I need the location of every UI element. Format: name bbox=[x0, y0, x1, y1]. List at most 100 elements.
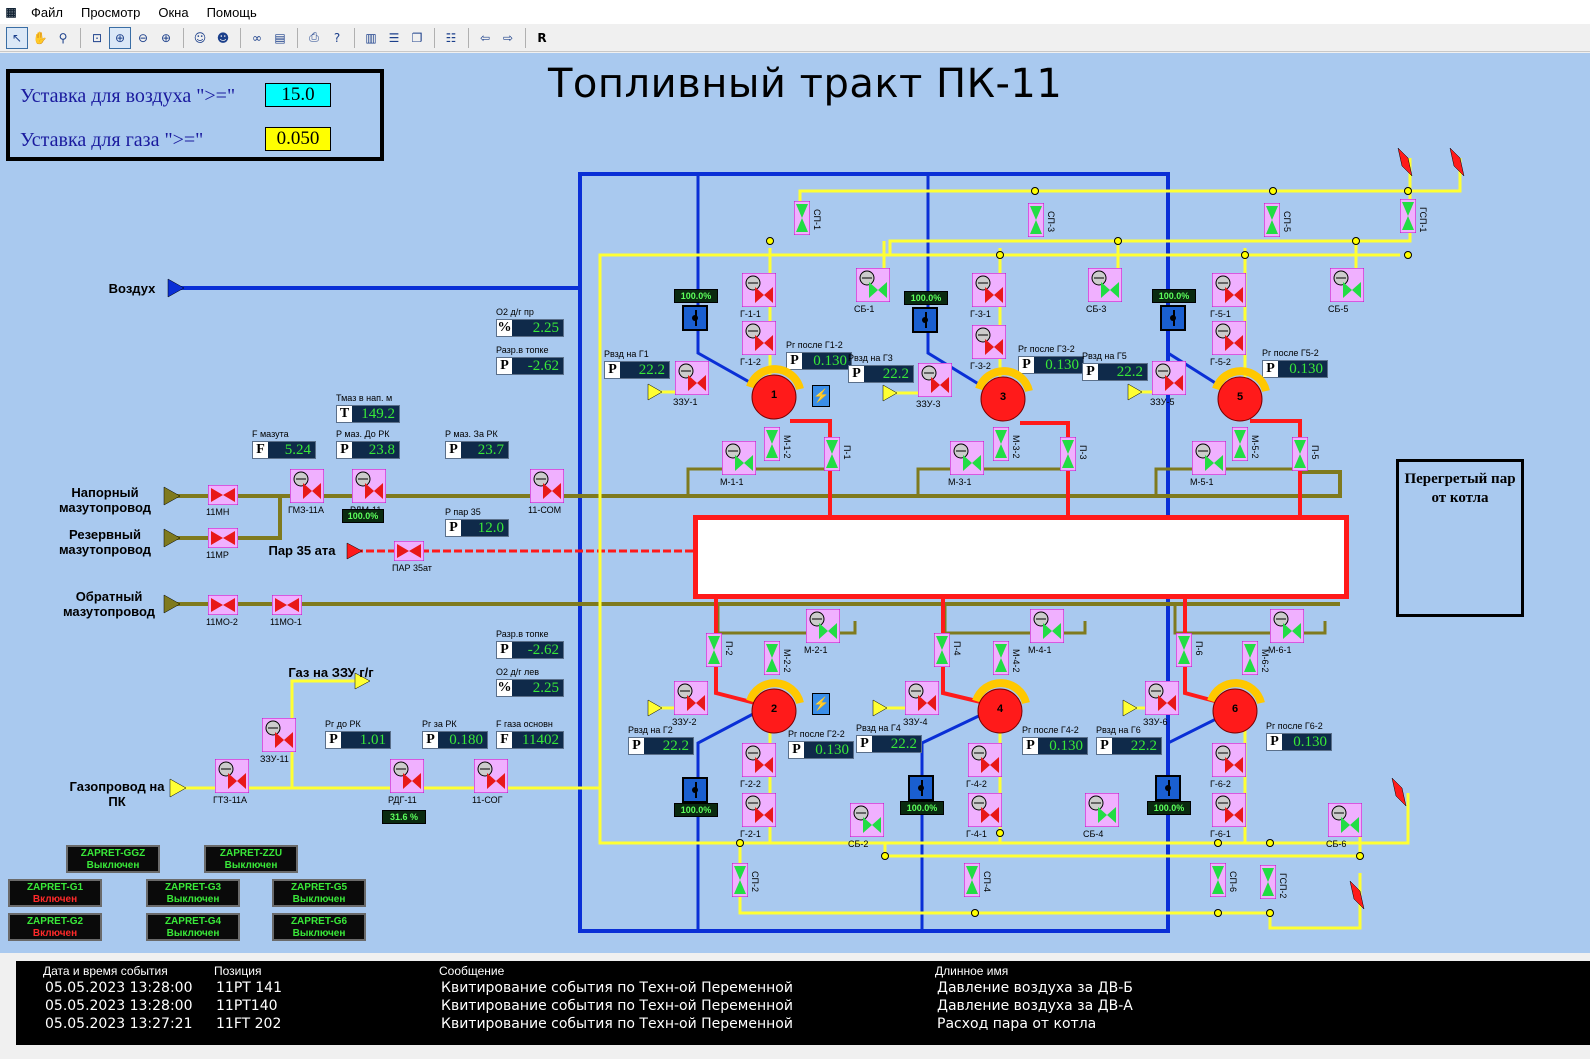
damper-d2-percent: 100.0% bbox=[674, 803, 718, 817]
table-icon[interactable]: ▤ bbox=[274, 30, 286, 45]
valve-label: М-6-1 bbox=[1268, 645, 1292, 655]
settings-list-icon[interactable]: ☷ bbox=[445, 30, 457, 45]
valve-label: СБ-3 bbox=[1086, 304, 1107, 314]
gas-node-dot bbox=[1266, 839, 1274, 847]
burner-3[interactable]: 3 bbox=[973, 367, 1033, 427]
oil-reserve-pipe bbox=[170, 496, 282, 540]
indicator-caption: Рвзд на Г3 bbox=[848, 353, 893, 363]
users-icon[interactable]: ☺ bbox=[193, 30, 207, 45]
menu-file[interactable]: Файл bbox=[31, 4, 63, 20]
damper-d5-icon[interactable] bbox=[1160, 305, 1186, 331]
damper-d3-icon[interactable] bbox=[912, 307, 938, 333]
menu-view[interactable]: Просмотр bbox=[80, 4, 141, 20]
cascade-icon[interactable]: ❐ bbox=[411, 30, 423, 45]
gas-zzu-arrow-icon bbox=[354, 672, 371, 690]
label-oil_return: Обратный мазутопровод bbox=[62, 589, 156, 619]
layout-columns-icon[interactable]: ▥ bbox=[365, 30, 377, 45]
valve-label: ЗЗУ-5 bbox=[1150, 397, 1175, 407]
gas-node-dot bbox=[1214, 839, 1222, 847]
indicator-caption: Тмаз в нап. м bbox=[336, 393, 393, 403]
toolbar-separator bbox=[240, 27, 241, 48]
valve-label: ГМЗ-11А bbox=[288, 505, 324, 515]
binoculars-icon[interactable]: ∞ bbox=[252, 30, 262, 45]
oil-reserve-arrow-icon bbox=[163, 528, 181, 548]
valve-label: М-3-1 bbox=[948, 477, 972, 487]
event-cell: 11FT 202 bbox=[216, 1016, 282, 1032]
air-arrow-icon bbox=[167, 278, 185, 298]
oil-branch-4 bbox=[943, 604, 1087, 635]
burner-5[interactable]: 5 bbox=[1210, 367, 1270, 427]
menu-windows[interactable]: Окна bbox=[158, 4, 189, 20]
burner-4[interactable]: 4 bbox=[970, 679, 1030, 739]
indicator-razr-top2[interactable]: P-2.62 bbox=[496, 641, 564, 659]
gas-main-pipe bbox=[170, 786, 1410, 845]
gas-node-dot bbox=[881, 852, 889, 860]
indicator-razr-top1[interactable]: P-2.62 bbox=[496, 357, 564, 375]
setpoint-gas-value[interactable]: 0.050 bbox=[265, 127, 331, 151]
burner-6[interactable]: 6 bbox=[1205, 679, 1265, 739]
arrow-forward-icon[interactable]: ⇨ bbox=[502, 30, 514, 45]
indicator-caption: Рг после Г2-2 bbox=[788, 729, 845, 739]
hand-pan-icon[interactable]: ✋ bbox=[32, 30, 48, 45]
steam-collector bbox=[693, 515, 1349, 599]
setpoint-air-value[interactable]: 15.0 bbox=[265, 83, 331, 107]
pointer-icon[interactable]: ↖ bbox=[6, 26, 28, 49]
user-edit-icon[interactable]: ☻ bbox=[216, 30, 230, 45]
valve-label: 11МО-1 bbox=[270, 617, 302, 627]
zoom-fit-icon[interactable]: ⊕ bbox=[109, 26, 131, 49]
rdm-percent: 100.0% bbox=[342, 509, 384, 523]
indicator-o2-pr[interactable]: %2.25 bbox=[496, 319, 564, 337]
burner-2[interactable]: 2 bbox=[744, 679, 804, 739]
indicator-value: 22.2 bbox=[1130, 737, 1157, 754]
zoom-in-icon[interactable]: ⊕ bbox=[160, 30, 172, 45]
indicator-caption: O2 д/г пр bbox=[496, 307, 534, 317]
indicator-o2-lev[interactable]: %2.25 bbox=[496, 679, 564, 697]
indicator-caption: Рвзд на Г5 bbox=[1082, 351, 1127, 361]
damper-d1-icon[interactable] bbox=[682, 305, 708, 331]
arrow-back-icon[interactable]: ⇦ bbox=[479, 30, 491, 45]
menu-help[interactable]: Помощь bbox=[206, 4, 257, 20]
steam-panel-title: Перегретый пар от котла bbox=[1404, 471, 1516, 506]
magnifier-icon[interactable]: ⚲ bbox=[58, 30, 68, 45]
refresh-r-button[interactable]: R bbox=[537, 30, 547, 45]
damper-d2-icon[interactable] bbox=[682, 777, 708, 803]
damper-d4-icon[interactable] bbox=[908, 775, 934, 801]
print-icon[interactable]: ⎙ bbox=[309, 30, 319, 44]
burner-1[interactable]: 1 bbox=[744, 365, 804, 425]
oil-supply-arrow-icon bbox=[163, 486, 181, 506]
help-icon[interactable]: ? bbox=[333, 30, 341, 45]
zoom-out-icon[interactable]: ⊖ bbox=[137, 30, 149, 45]
oil-branch-5 bbox=[1154, 467, 1300, 496]
damper-d6-icon[interactable] bbox=[1155, 775, 1181, 801]
layout-rows-icon[interactable]: ☰ bbox=[388, 30, 400, 45]
zoom-1-1-icon[interactable]: ⊡ bbox=[91, 30, 103, 45]
